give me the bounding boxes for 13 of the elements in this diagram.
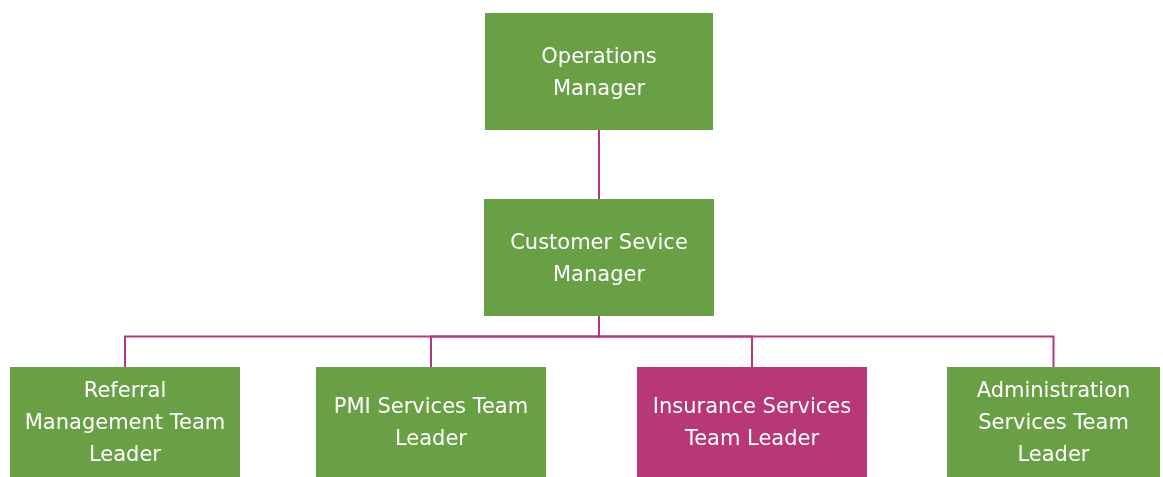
role-box (485, 13, 713, 130)
role-box (316, 367, 546, 477)
role-title: Referral Management Team Leader (23, 377, 227, 468)
role-title: Administration Services Team Leader (975, 377, 1132, 468)
role-box (10, 367, 240, 477)
role-box (947, 367, 1160, 477)
role-title: Customer Sevice Manager (509, 228, 689, 288)
connector-line (598, 129, 600, 200)
role-title: Operations Manager (540, 42, 658, 102)
role-title: PMI Services Team Leader (332, 393, 530, 452)
role-title: Insurance Services Team Leader (651, 393, 853, 452)
role-box (484, 199, 714, 316)
highlighted-role-box (637, 367, 867, 477)
